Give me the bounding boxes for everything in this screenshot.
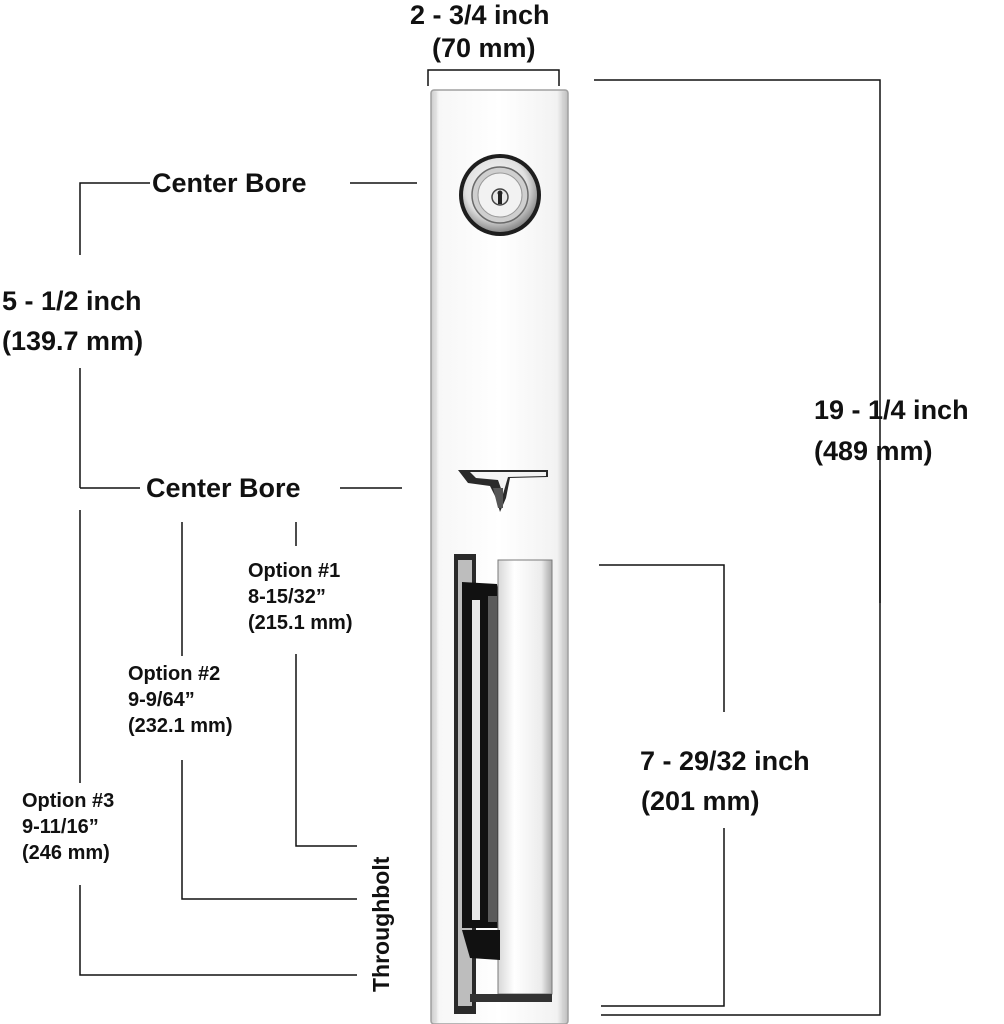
width-mm-label: (70 mm) (432, 33, 536, 63)
overall-height-mm-label: (489 mm) (814, 436, 933, 466)
option-3-inch: 9-11/16” (22, 816, 99, 838)
handle-length-inch-label: 7 - 29/32 inch (640, 746, 810, 776)
grip-handle (454, 554, 553, 1014)
option-2-inch: 9-9/64” (128, 689, 195, 711)
option-2-mm: (232.1 mm) (128, 715, 233, 737)
option-2-label: Option #2 9-9/64” (232.1 mm) (128, 661, 233, 739)
center-bore-bottom-label: Center Bore (144, 473, 303, 503)
width-inch-label: 2 - 3/4 inch (410, 0, 550, 30)
throughbolt-label: Throughbolt (368, 856, 394, 992)
thumb-latch-icon (458, 470, 548, 512)
option-1-label: Option #1 8-15/32” (215.1 mm) (248, 558, 353, 636)
option-3-mm: (246 mm) (22, 842, 110, 864)
overall-height-inch-label: 19 - 1/4 inch (814, 395, 969, 425)
option-3-title: Option #3 (22, 790, 115, 812)
bore-spacing-inch-label: 5 - 1/2 inch (2, 286, 142, 316)
bore-spacing-mm-label: (139.7 mm) (2, 326, 144, 356)
center-bore-top-label: Center Bore (150, 168, 309, 198)
option-1-title: Option #1 (248, 560, 341, 582)
deadbolt-cylinder-icon (459, 154, 541, 236)
option-3-label: Option #3 9-11/16” (246 mm) (22, 788, 114, 866)
option-1-inch: 8-15/32” (248, 586, 326, 608)
handle-length-mm-label: (201 mm) (641, 786, 760, 816)
option-1-mm: (215.1 mm) (248, 612, 353, 634)
option-2-title: Option #2 (128, 663, 221, 685)
dimension-lines (79, 69, 881, 1016)
